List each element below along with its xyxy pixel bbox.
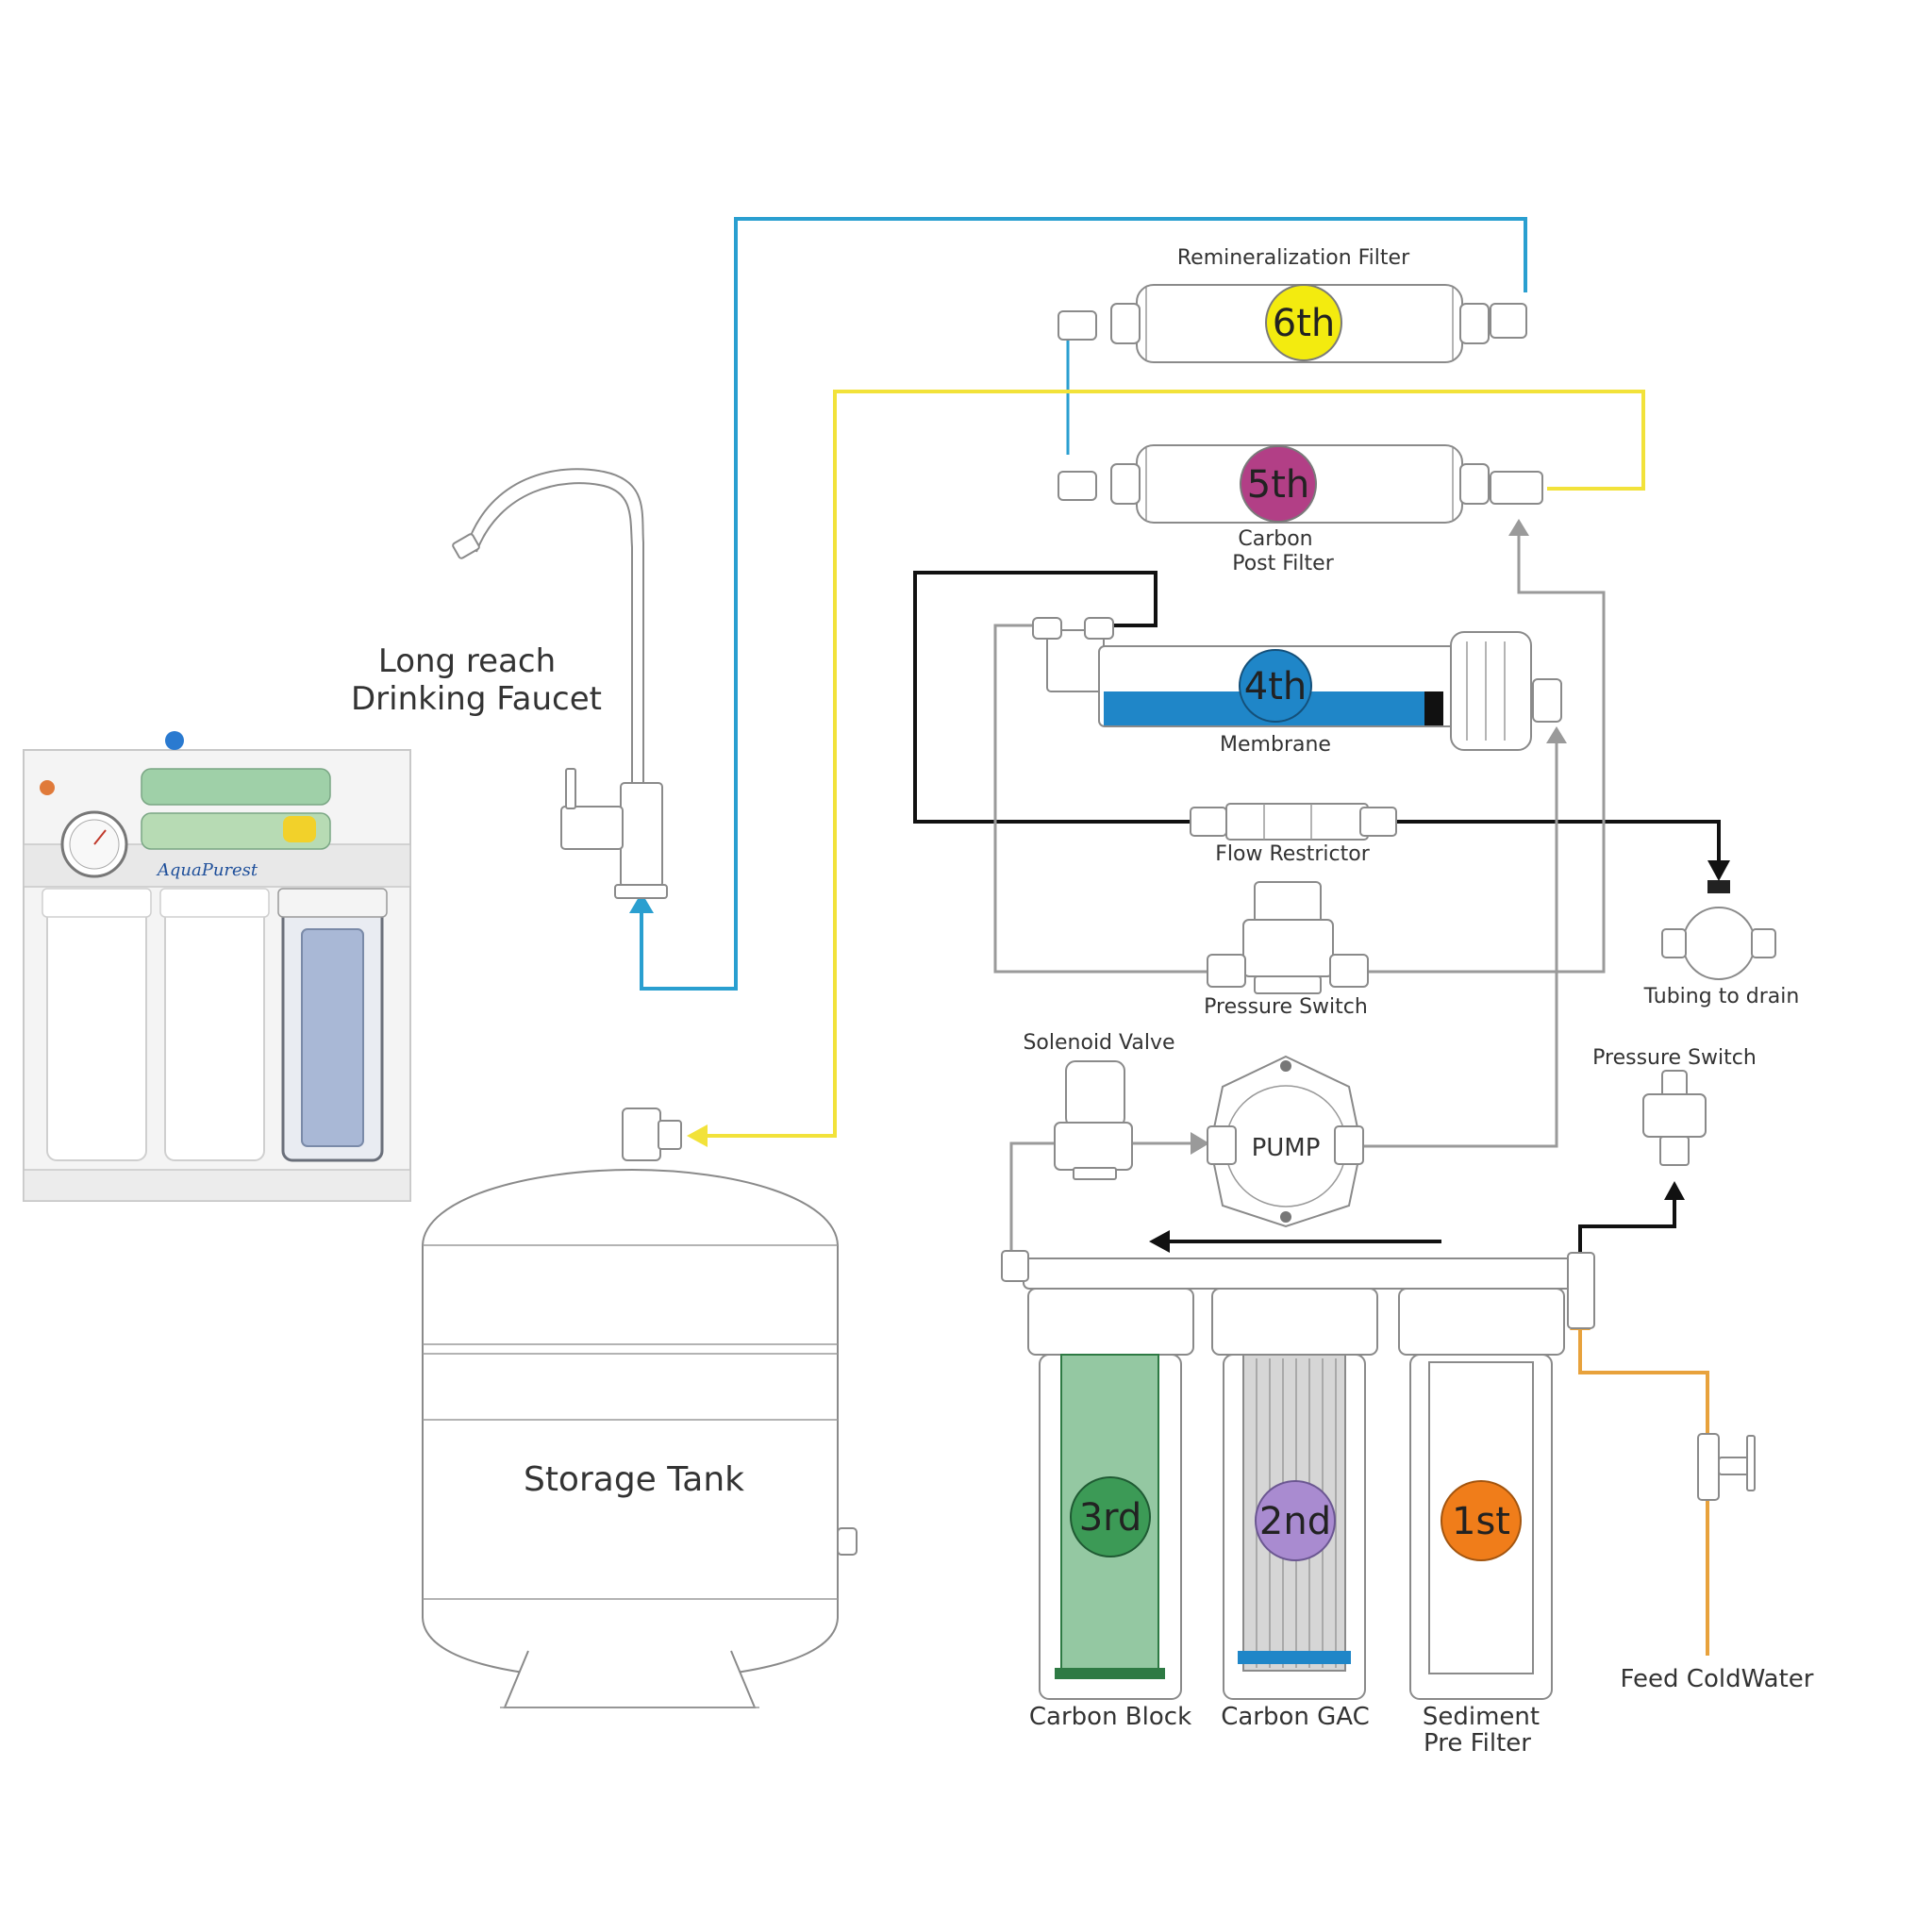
carbon-post-filter-label-line1: Carbon: [1238, 527, 1312, 551]
tubing-to-drain-label: Tubing to drain: [1643, 985, 1800, 1008]
carbon-post-filter-label-line2: Post Filter: [1232, 552, 1334, 575]
faucet-label-line1: Long reach: [378, 642, 556, 680]
feed-valve: [1697, 1433, 1756, 1501]
sediment-label-line2: Pre Filter: [1424, 1729, 1531, 1757]
storage-tank-label: Storage Tank: [524, 1460, 744, 1499]
pipe-drain: [1394, 820, 1721, 860]
pipe-pump-to-membrane: [1358, 741, 1558, 1148]
membrane-label: Membrane: [1220, 733, 1331, 757]
carbon-block-label: Carbon Block: [1029, 1703, 1191, 1731]
product-brand-logo: AquaPurest: [156, 860, 258, 880]
pipe-waste: [913, 571, 1193, 824]
stage-4th-label: 4th: [1244, 665, 1307, 708]
remineralization-filter-label: Remineralization Filter: [1177, 246, 1410, 270]
pipe-to-pressure-switch: [1578, 1198, 1676, 1255]
stage-5th-label: 5th: [1247, 463, 1309, 507]
solenoid-valve: [1054, 1060, 1133, 1180]
stage-3rd-label: 3rd: [1079, 1496, 1142, 1540]
feed-cold-water-label: Feed ColdWater: [1621, 1665, 1814, 1693]
arrow-to-pressure-switch-icon: [1664, 1181, 1685, 1200]
arrow-to-post-filter-icon: [1508, 519, 1529, 536]
pipe-tank-line: [698, 390, 1645, 1138]
pressure-switch-right-label: Pressure Switch: [1592, 1046, 1757, 1070]
drain-saddle: [1661, 880, 1776, 980]
pressure-switch-top-label: Pressure Switch: [1204, 995, 1368, 1019]
carbon-gac-label: Carbon GAC: [1221, 1703, 1370, 1731]
solenoid-valve-label: Solenoid Valve: [1023, 1031, 1174, 1055]
arrow-to-pump-icon: [1191, 1132, 1209, 1155]
faucet-label-line2: Drinking Faucet: [351, 680, 602, 718]
stage-3rd-badge: [1070, 1476, 1151, 1557]
stage-6th-label: 6th: [1273, 302, 1335, 345]
stage-2nd-badge: [1255, 1480, 1336, 1561]
flow-restrictor-label: Flow Restrictor: [1215, 842, 1370, 866]
drinking-faucet: [452, 468, 668, 899]
arrow-to-tank-icon: [687, 1124, 708, 1147]
pump: [1207, 1055, 1364, 1228]
stage-1st-label: 1st: [1452, 1500, 1510, 1543]
sediment-label-line1: Sediment: [1423, 1703, 1540, 1731]
pipe-faucet-feed: [640, 217, 1527, 991]
stage-2nd-label: 2nd: [1259, 1500, 1331, 1543]
flow-restrictor: [1190, 803, 1397, 841]
pressure-switch-low: [1207, 881, 1369, 994]
pipe-to-solenoid: [1009, 1141, 1057, 1262]
pressure-switch-high: [1642, 1070, 1707, 1166]
flow-direction-arrow-icon: [1149, 1230, 1170, 1253]
storage-tank: [422, 1108, 858, 1708]
stage-1st-badge: [1441, 1480, 1522, 1561]
product-photo: AquaPurest: [23, 731, 411, 1202]
pipe-feed-water: [1578, 1328, 1709, 1656]
filter-bracket: [1001, 1250, 1595, 1329]
arrow-to-drain-icon: [1707, 860, 1730, 881]
stage-4th-badge: [1239, 649, 1312, 723]
pump-label: PUMP: [1252, 1134, 1321, 1162]
stage-6th-badge: [1265, 284, 1342, 361]
arrow-to-membrane-icon: [1546, 726, 1567, 743]
arrow-to-faucet-icon: [629, 892, 654, 913]
pipe-product: [993, 533, 1606, 974]
stage-5th-badge: [1240, 445, 1317, 523]
